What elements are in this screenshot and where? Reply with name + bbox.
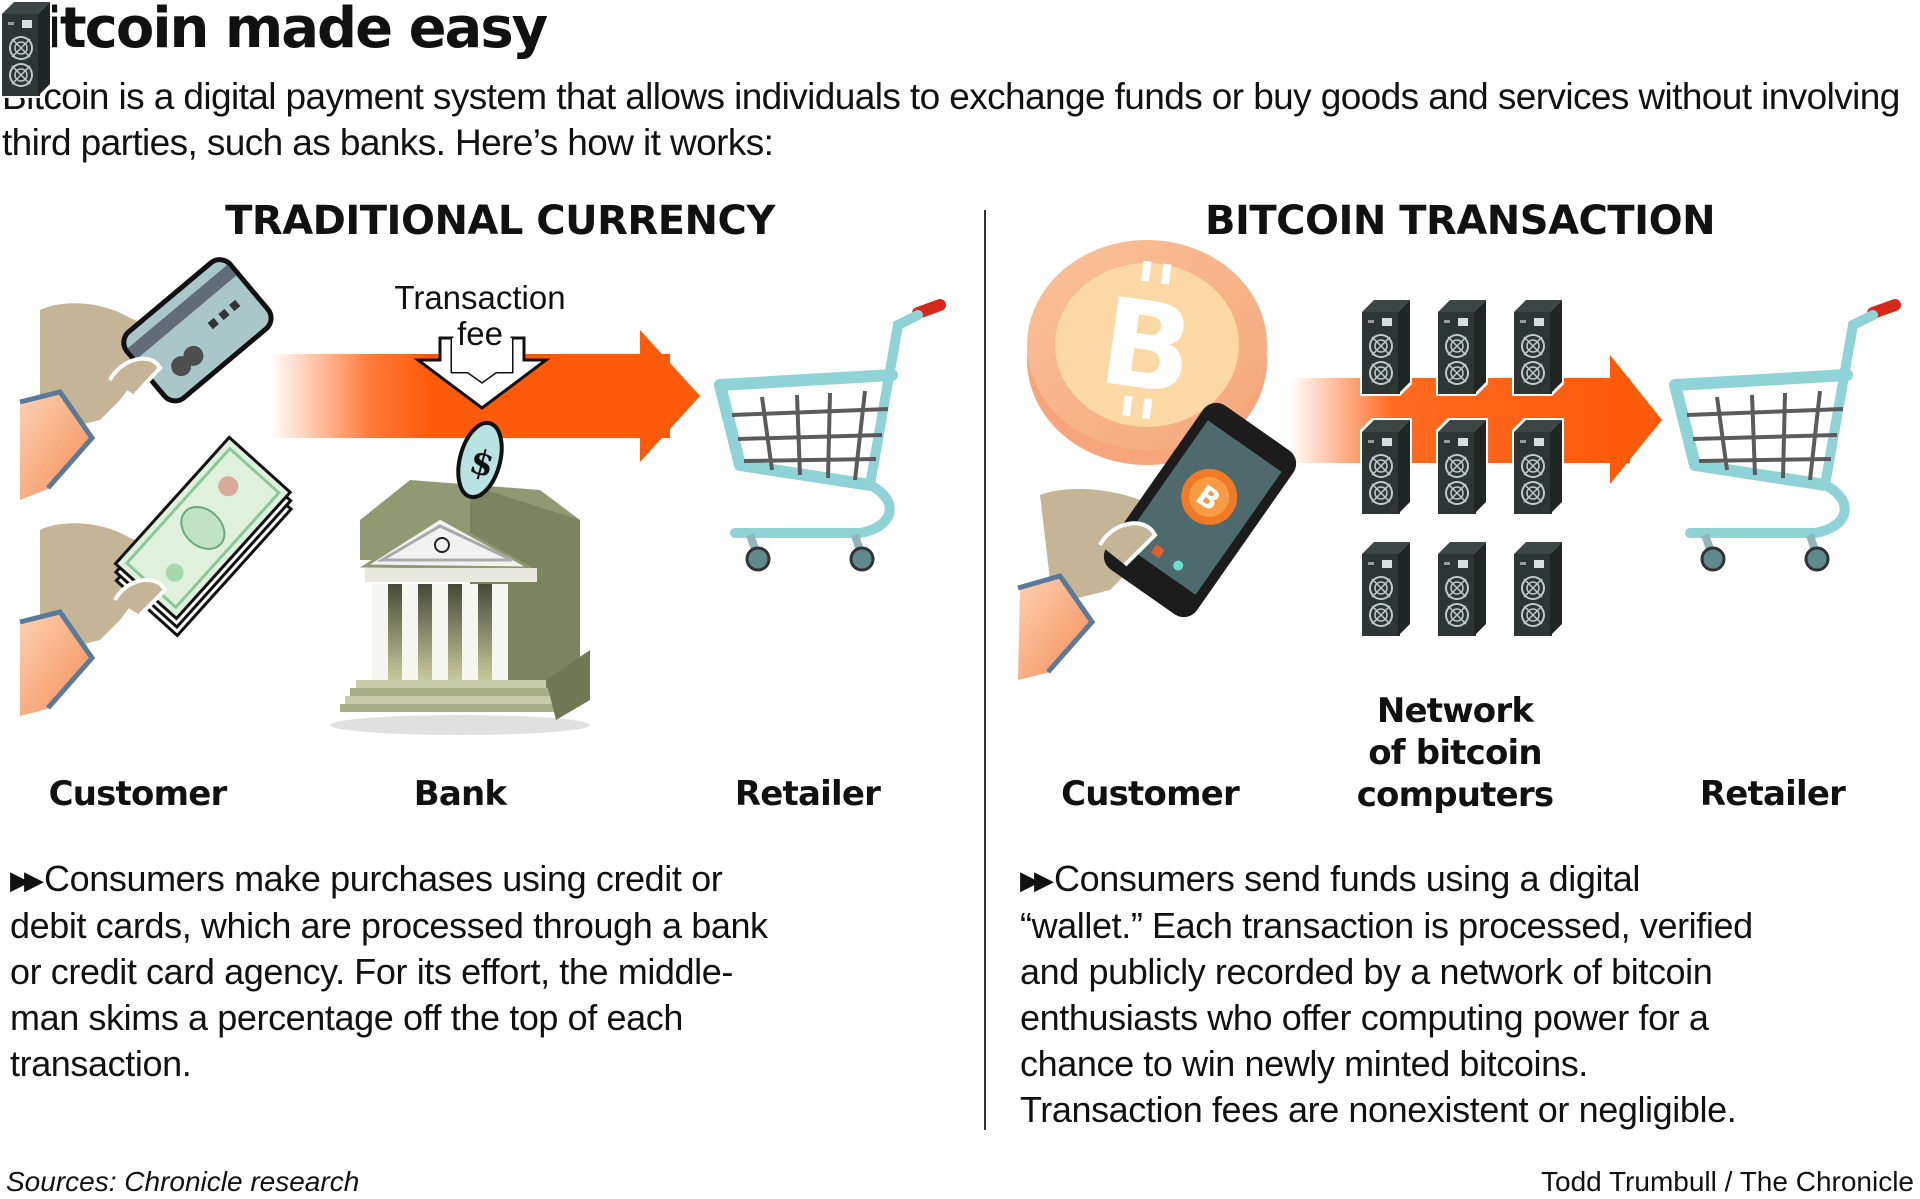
double-arrow-bullet-icon: ▶▶ xyxy=(1020,865,1054,895)
label-customer-traditional: Customer xyxy=(48,774,228,814)
shopping-cart-icon xyxy=(1669,299,1901,572)
label-network-of-bitcoin-computers: Network of bitcoin computers xyxy=(1340,690,1570,816)
traditional-description-line: transaction. xyxy=(10,1043,192,1084)
transaction-fee-label-line1: Transaction xyxy=(394,279,566,316)
traditional-currency-title: TRADITIONAL CURRENCY xyxy=(225,198,775,244)
dollar-coin-icon: $ xyxy=(456,420,504,500)
section-divider xyxy=(984,210,986,1130)
label-bank: Bank xyxy=(413,774,507,814)
fee-down-arrow-icon xyxy=(413,336,551,410)
hand-smartphone-icon: B xyxy=(1017,402,1297,680)
bitcoin-transaction-title: BITCOIN TRANSACTION xyxy=(1204,198,1716,244)
traditional-description-line: man skims a percentage off the top of ea… xyxy=(10,997,683,1038)
double-arrow-bullet-icon: ▶▶ xyxy=(10,865,44,895)
hand-cash-icon xyxy=(19,435,294,716)
transaction-fee-label-line2: fee xyxy=(457,315,503,352)
bitcoin-description-line: chance to win newly minted bitcoins. xyxy=(1020,1043,1588,1084)
intro-text: Bitcoin is a digital payment system that… xyxy=(2,76,1900,163)
page-title: Bitcoin made easy xyxy=(2,0,548,61)
bitcoin-description-line: enthusiasts who offer computing power fo… xyxy=(1020,997,1709,1038)
sources-note: Sources: Chronicle research xyxy=(6,1166,360,1197)
traditional-description-line: or credit card agency. For its effort, t… xyxy=(10,951,733,992)
traditional-description-line: debit cards, which are processed through… xyxy=(10,905,768,946)
bank-building-icon xyxy=(330,480,590,735)
credit-line: Todd Trumbull / The Chronicle xyxy=(1541,1166,1914,1197)
label-retailer-traditional: Retailer xyxy=(734,774,881,814)
shopping-cart-icon xyxy=(714,299,946,572)
label-network-line2: of bitcoin xyxy=(1368,733,1542,773)
label-network-line3: computers xyxy=(1356,775,1554,815)
traditional-description: ▶▶Consumers make purchases using credit … xyxy=(10,856,960,1087)
svg-text:B: B xyxy=(1092,272,1202,422)
bitcoin-description-line: and publicly recorded by a network of bi… xyxy=(1020,951,1713,992)
server-tower-icon xyxy=(0,0,52,98)
transaction-fee-label: Transaction fee xyxy=(360,280,600,352)
label-customer-bitcoin: Customer xyxy=(1061,774,1240,814)
label-network-line1: Network xyxy=(1376,691,1534,731)
traditional-description-line: Consumers make purchases using credit or xyxy=(44,858,723,899)
hand-credit-card-icon xyxy=(19,257,274,500)
server-network-icon xyxy=(0,0,52,98)
label-retailer-bitcoin: Retailer xyxy=(1699,774,1846,814)
bitcoin-description-line: Transaction fees are nonexistent or negl… xyxy=(1020,1089,1737,1130)
bitcoin-description: ▶▶Consumers send funds using a digital “… xyxy=(1020,856,1920,1133)
bitcoin-description-line: “wallet.” Each transaction is processed,… xyxy=(1020,905,1753,946)
bitcoin-description-line: Consumers send funds using a digital xyxy=(1054,858,1640,899)
